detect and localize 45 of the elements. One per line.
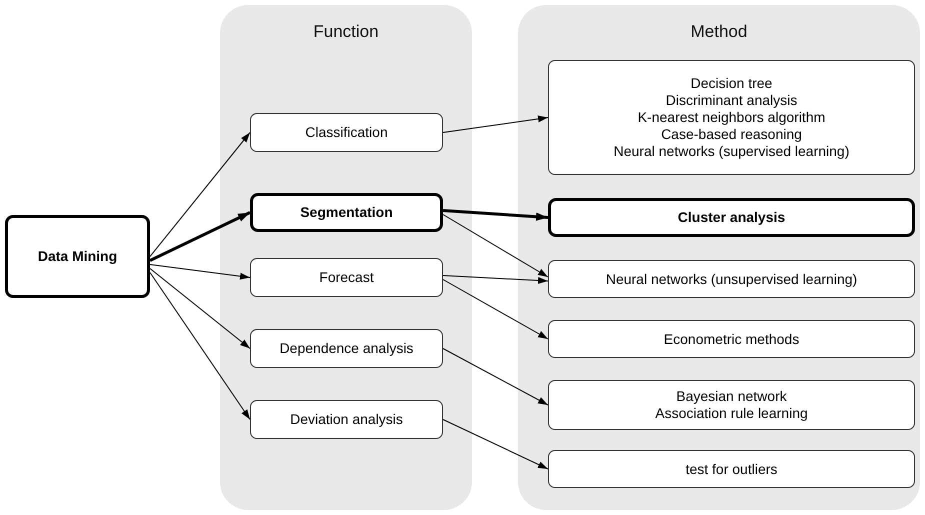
box-label: Data Mining [38,248,118,265]
process-box [548,198,915,237]
arrow [150,132,250,257]
box-label: Forecast [319,269,374,286]
box-label: Classification [305,124,388,141]
process-box [548,450,915,488]
process-box [250,258,443,297]
arrow [150,272,250,420]
process-box [250,193,443,232]
box-label: Association rule learning [655,405,808,422]
arrow [442,209,548,221]
box-label: Dependence analysis [280,340,414,357]
arrow [442,214,548,278]
arrow [150,264,250,280]
arrow [442,348,548,406]
panel-heading: Function [313,23,379,40]
arrow [442,419,548,470]
arrow [442,279,548,340]
arrow [149,211,251,262]
process-box [548,60,915,175]
process-box [548,260,915,298]
box-label: Discriminant analysis [666,92,798,109]
panel-heading: Method [690,23,748,40]
process-box [250,400,443,439]
process-box [250,329,443,368]
box-label: Bayesian network [676,388,787,405]
group-panel [220,5,472,510]
box-label: Cluster analysis [678,209,786,226]
arrow [442,275,548,284]
box-label: Neural networks (supervised learning) [614,143,850,160]
box-label: Deviation analysis [290,411,403,428]
arrow [442,115,548,133]
group-panel [518,5,920,510]
process-box [250,113,443,152]
box-label: Decision tree [690,75,772,92]
arrow [150,268,250,349]
process-box [548,320,915,358]
process-box [548,380,915,430]
process-box [5,215,150,298]
box-label: Segmentation [300,204,393,221]
box-label: Econometric methods [664,330,800,348]
box-label: Neural networks (unsupervised learning) [606,270,858,288]
box-label: K-nearest neighbors algorithm [638,109,826,126]
box-label: Case-based reasoning [661,126,802,143]
box-label: test for outliers [686,460,778,478]
